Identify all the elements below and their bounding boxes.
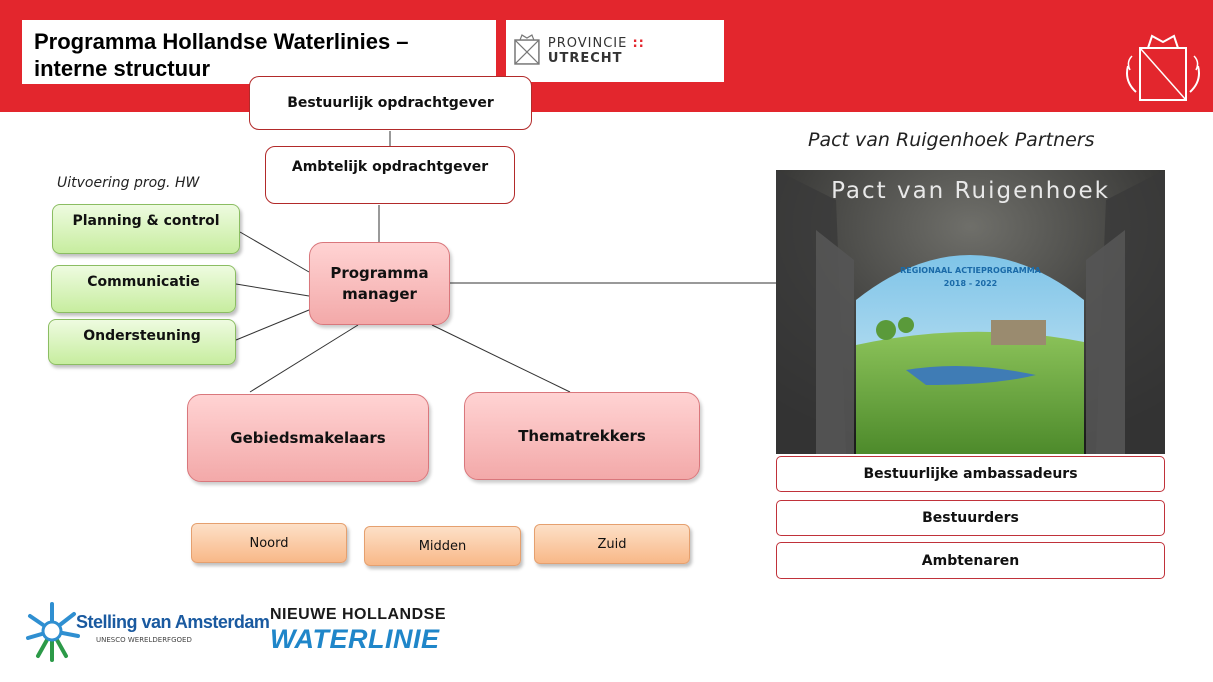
region-box-midden: Midden xyxy=(364,526,521,566)
pact-heading: Pact van Ruigenhoek Partners xyxy=(808,129,1095,151)
cover-years: 2018 - 2022 xyxy=(943,279,998,288)
province-logo: PROVINCIE :: UTRECHT xyxy=(506,20,724,82)
title-line-1: Programma Hollandse Waterlinies – xyxy=(34,29,409,54)
region-label-midden: Midden xyxy=(418,538,467,554)
stelling-name: Stelling van Amsterdam xyxy=(76,612,270,632)
support-box-communicatie: Communicatie xyxy=(51,265,236,313)
cover-title: Pact van Ruigenhoek xyxy=(831,178,1110,204)
title-line-2: interne structuur xyxy=(34,56,211,81)
support-box-planning: Planning & control xyxy=(52,204,240,254)
utrecht-crest-icon xyxy=(1122,26,1204,108)
cover-subtitle: REGIONAAL ACTIEPROGRAMMA xyxy=(900,266,1041,275)
programma-manager-box: Programma manager xyxy=(309,242,450,325)
support-label-planning: Planning & control xyxy=(72,213,220,229)
province-crest-icon xyxy=(514,34,540,65)
pact-cover-image: Pact van Ruigenhoek REGIONAAL ACTIEPROGR… xyxy=(776,170,1165,454)
nhw-line-2: WATERLINIE xyxy=(270,624,440,654)
ambtelijk-opdrachtgever-box: Ambtelijk opdrachtgever xyxy=(265,146,515,204)
support-box-ondersteuning: Ondersteuning xyxy=(48,319,236,365)
partner-label-bestuurders: Bestuurders xyxy=(922,510,1019,526)
thematrekkers-label: Thematrekkers xyxy=(518,427,646,445)
partner-box-ambassadeurs: Bestuurlijke ambassadeurs xyxy=(776,456,1165,492)
uitvoering-label: Uitvoering prog. HW xyxy=(57,175,200,191)
bestuurlijk-opdrachtgever-label: Bestuurlijk opdrachtgever xyxy=(287,95,494,111)
gebiedsmakelaars-box: Gebiedsmakelaars xyxy=(187,394,429,482)
stelling-star-icon xyxy=(26,602,80,662)
support-label-ondersteuning: Ondersteuning xyxy=(83,328,201,344)
bestuurlijk-opdrachtgever-box: Bestuurlijk opdrachtgever xyxy=(249,76,532,130)
region-label-zuid: Zuid xyxy=(597,536,627,552)
province-name: PROVINCIE :: UTRECHT xyxy=(547,36,645,66)
partner-box-ambtenaren: Ambtenaren xyxy=(776,542,1165,579)
thematrekkers-box: Thematrekkers xyxy=(464,392,700,480)
cover-illustration xyxy=(776,170,1165,454)
partner-label-ambassadeurs: Bestuurlijke ambassadeurs xyxy=(863,466,1078,482)
region-label-noord: Noord xyxy=(249,536,289,551)
gebiedsmakelaars-label: Gebiedsmakelaars xyxy=(230,429,386,447)
manager-label-line-2: manager xyxy=(342,284,417,303)
nhw-logo: NIEUWE HOLLANDSE WATERLINIE xyxy=(270,606,480,662)
support-label-communicatie: Communicatie xyxy=(87,274,200,290)
region-box-zuid: Zuid xyxy=(534,524,690,564)
region-box-noord: Noord xyxy=(191,523,347,563)
ambtelijk-opdrachtgever-label: Ambtelijk opdrachtgever xyxy=(291,159,489,175)
stelling-logo: Stelling van Amsterdam UNESCO WERELDERFG… xyxy=(22,598,270,664)
page-title: Programma Hollandse Waterlinies – intern… xyxy=(22,20,496,84)
partner-box-bestuurders: Bestuurders xyxy=(776,500,1165,536)
stelling-sub: UNESCO WERELDERFGOED xyxy=(96,636,192,644)
partner-label-ambtenaren: Ambtenaren xyxy=(921,552,1020,569)
nhw-line-1: NIEUWE HOLLANDSE xyxy=(270,606,446,623)
manager-label-line-1: Programma xyxy=(330,263,429,282)
